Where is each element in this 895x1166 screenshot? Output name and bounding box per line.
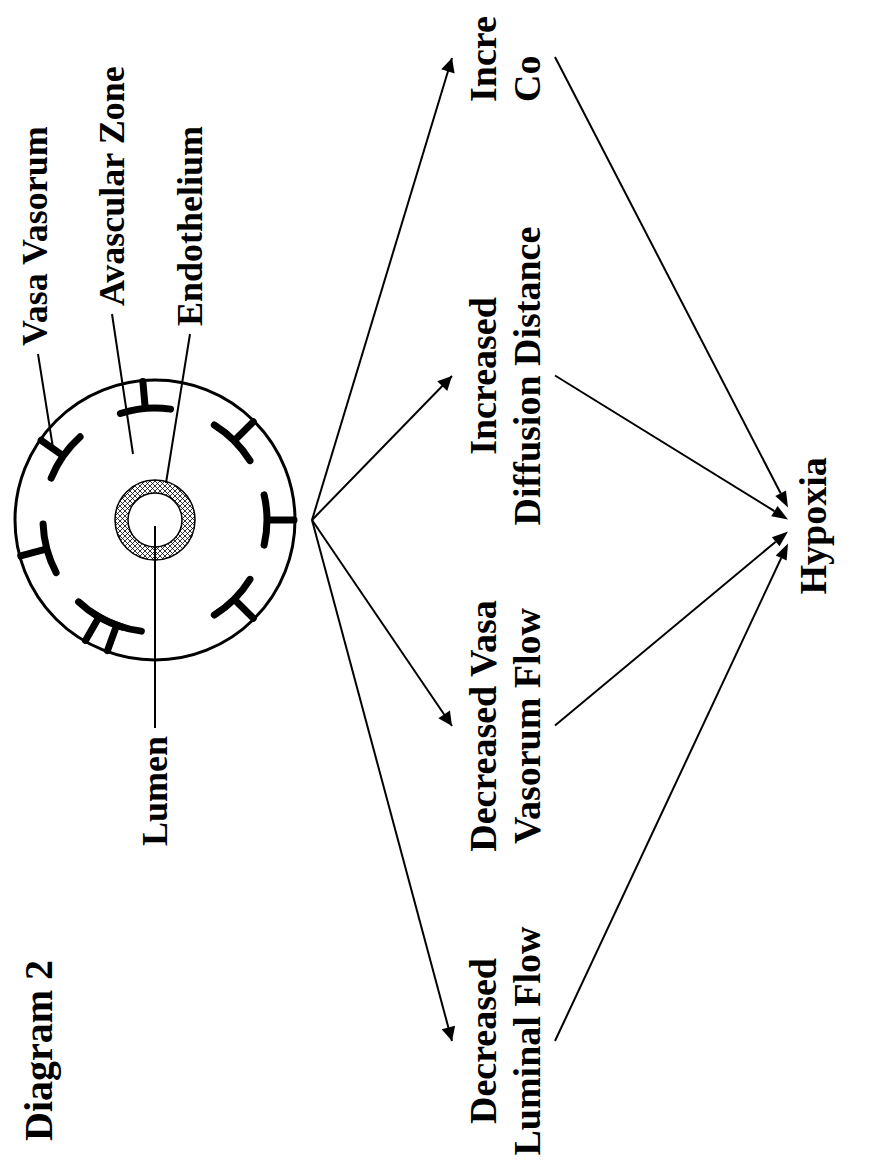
leader-line	[154, 526, 156, 728]
fan-arrows	[312, 58, 452, 1041]
connector	[555, 376, 774, 512]
part-label: Lumen	[135, 736, 176, 846]
part-label: Endothelium	[170, 126, 211, 326]
leader-line	[38, 354, 53, 448]
node-text: Increased Diffusion Distance	[462, 225, 549, 528]
arrowhead	[775, 491, 788, 508]
cause-box: Hypoxia	[790, 455, 838, 596]
leader-lines	[38, 314, 190, 728]
fan-arrow	[312, 58, 452, 520]
diagram-title: Diagram 2	[16, 960, 62, 1141]
vasa-vasorum-branch	[27, 420, 80, 478]
vasa-vasorum-branch	[64, 602, 123, 653]
node-text: Hypoxia	[792, 457, 836, 594]
part-label: Vasa Vasorum	[15, 126, 56, 346]
vasa-vasorum-branch	[14, 524, 56, 580]
leader-line	[166, 334, 190, 483]
arrowhead	[771, 506, 788, 520]
fan-arrow	[312, 520, 452, 1041]
leader-line	[112, 314, 133, 454]
vasa-vasorum-branch	[214, 579, 271, 636]
cause-box: Incre Co	[460, 10, 551, 104]
node-text: Decreased Luminal Flow	[462, 924, 549, 1158]
connector	[555, 57, 781, 493]
node-text: Incre Co	[462, 12, 549, 102]
part-label: Avascular Zone	[92, 66, 133, 306]
vasa-vasorum-branch	[264, 495, 294, 545]
cause-box: Decreased Luminal Flow	[460, 922, 551, 1160]
node-text: Decreased Vasa Vasorum Flow	[462, 563, 549, 890]
fan-arrow	[312, 520, 452, 726]
cause-box: Decreased Vasa Vasorum Flow	[460, 561, 551, 892]
cause-box: Increased Diffusion Distance	[460, 223, 551, 530]
arrowhead	[776, 544, 788, 561]
vasa-vasorum-branch	[214, 404, 271, 461]
connector	[555, 542, 776, 726]
